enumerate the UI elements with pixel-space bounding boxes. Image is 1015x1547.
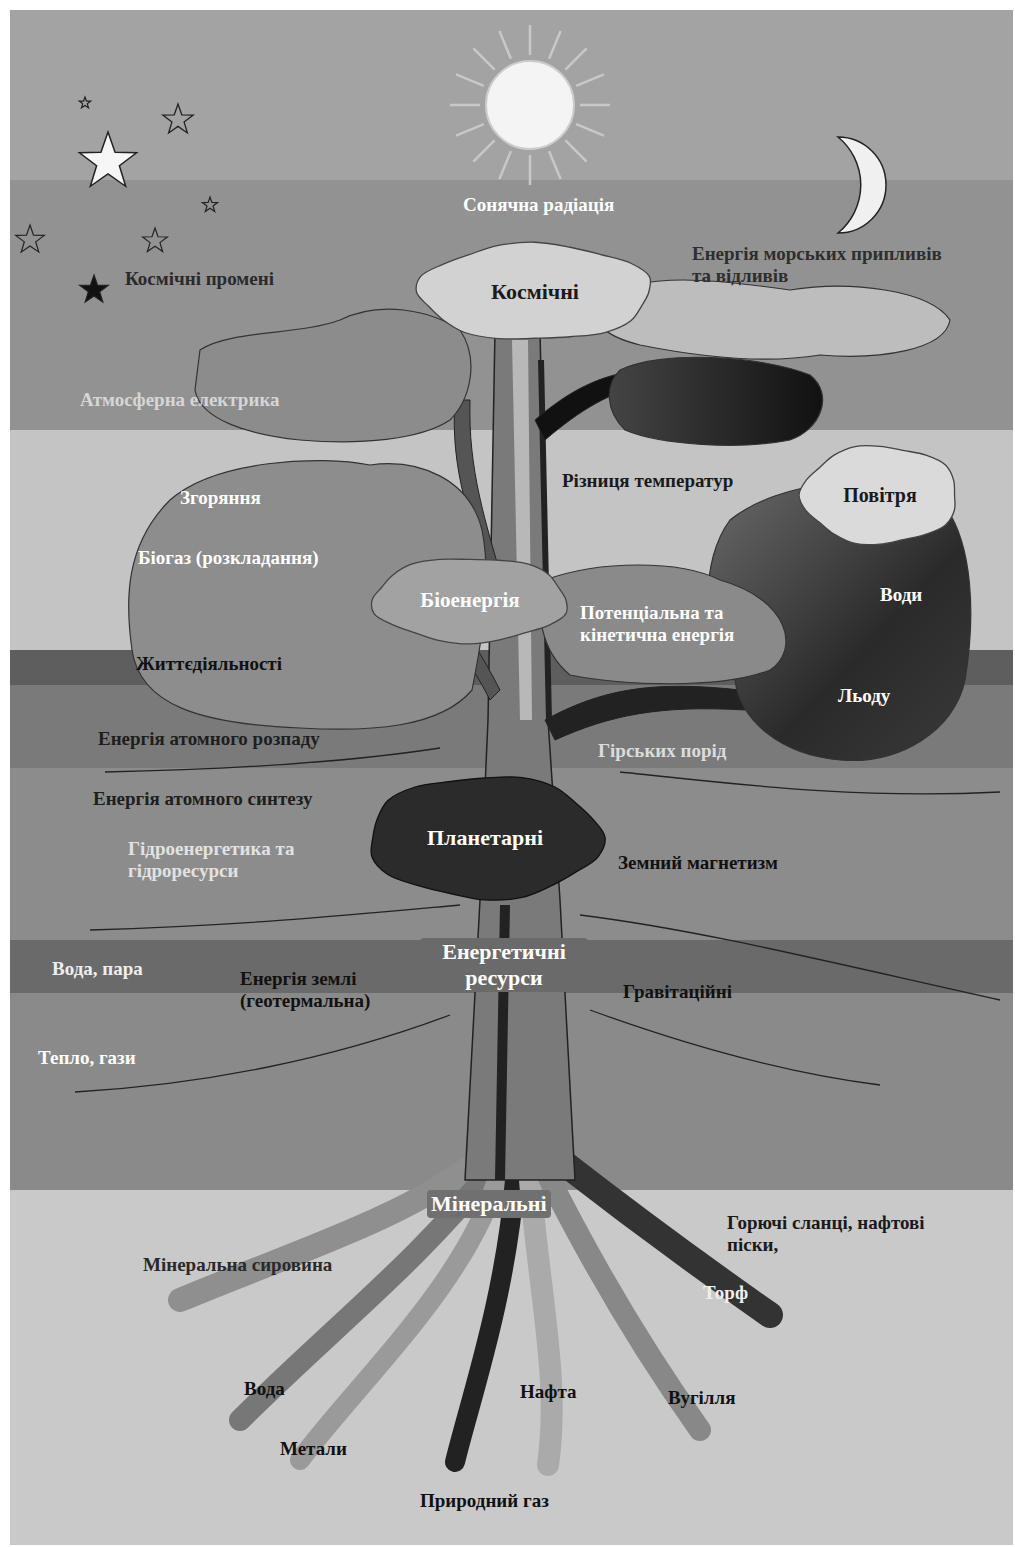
blob-shape	[799, 446, 955, 545]
energy-source-label: Потенціальна та кінетична енергія	[580, 602, 780, 647]
energy-source-label: Згоряння	[180, 487, 261, 509]
group-heading: Планетарні	[427, 825, 543, 850]
tree-branches-part	[545, 686, 745, 740]
energy-source-label: Космічні промені	[125, 268, 274, 290]
stratum-lines-part	[590, 1010, 880, 1085]
star-symbols-part	[16, 225, 45, 252]
energy-source-label: Атмосферна електрика	[80, 389, 280, 411]
energy-source-label: Енергія атомного розпаду	[98, 728, 320, 750]
energy-group-blob: Планетарні	[360, 770, 610, 905]
tree-roots-part	[530, 1180, 552, 1465]
energy-source-label: Мінеральні	[427, 1190, 551, 1218]
blob-text-group: Повітря	[843, 484, 916, 507]
energy-source-label: Горючі сланці, нафтові піски,	[727, 1212, 927, 1257]
energy-source-label: Води	[880, 584, 922, 606]
energy-source-label: Енергія морських припливів та відливів	[692, 243, 952, 288]
background-bands	[10, 10, 1013, 1545]
blob-text-group: Біоенергія	[420, 588, 519, 612]
energy-source-label: Метали	[280, 1438, 347, 1460]
energy-source-label: Енергетичні ресурси	[420, 938, 588, 992]
moon-symbol	[838, 137, 886, 233]
group-heading: Космічні	[491, 279, 579, 304]
crown-foliage	[129, 280, 971, 760]
sun-symbol-part	[450, 25, 610, 185]
energy-source-label: Гідроенергетика та гідроресурси	[128, 838, 353, 883]
energy-source-label: Земний магнетизм	[618, 852, 778, 874]
stratum-lines-part	[105, 748, 440, 772]
blob-shape	[371, 777, 605, 900]
energy-source-label: Життєдіяльності	[136, 653, 282, 675]
sun-symbol	[450, 25, 610, 185]
energy-source-label: Мінеральна сировина	[143, 1254, 332, 1276]
energy-source-label: Торф	[703, 1282, 748, 1304]
energy-source-label: Вода, пара	[52, 958, 143, 980]
moon-symbol-part	[838, 137, 886, 233]
energy-source-label: Льоду	[838, 685, 890, 707]
tree-trunk-part	[465, 330, 575, 1180]
star-symbols-part	[163, 104, 193, 133]
crown-foliage-part	[195, 309, 471, 442]
tree-trunk-part	[512, 340, 532, 720]
energy-source-label: Сонячна радіація	[463, 194, 614, 216]
energy-source-label: Вода	[244, 1378, 285, 1400]
energy-source-label: Енергія землі (геотермальна)	[240, 968, 410, 1013]
energy-group-blob: Біоенергія	[365, 552, 575, 648]
stratum-lines-part	[90, 905, 460, 930]
energy-source-label: Біогаз (розкладання)	[138, 547, 319, 569]
energy-group-blob: Космічні	[410, 238, 660, 346]
blob-text-group: Космічні	[491, 279, 579, 304]
star-symbols-part	[202, 197, 217, 211]
sun-symbol-part	[486, 61, 574, 149]
energy-source-label: Гірських порід	[598, 740, 726, 762]
energy-group-blob: Повітря	[795, 440, 965, 550]
crown-foliage-part	[609, 357, 822, 445]
energy-source-label: Гравітаційні	[623, 981, 732, 1003]
energy-source-label: Енергія атомного синтезу	[93, 788, 312, 810]
energy-source-label: Різниця температур	[562, 470, 733, 492]
star-symbols-part	[79, 97, 90, 108]
tree-trunk	[465, 330, 575, 1180]
blob-text-group: Планетарні	[427, 825, 543, 850]
tree-roots-part	[455, 1180, 515, 1462]
crown-foliage-part	[540, 565, 786, 684]
blob-shape	[416, 242, 650, 339]
star-symbols-part	[143, 228, 168, 252]
star-symbols-part	[80, 275, 109, 302]
tree-roots	[180, 1160, 770, 1465]
group-heading: Повітря	[843, 484, 916, 507]
group-heading: Біоенергія	[420, 588, 519, 612]
blob-shape	[372, 559, 568, 644]
energy-source-label: Природний газ	[420, 1490, 549, 1512]
stratum-lines-part	[620, 772, 1000, 794]
energy-source-label: Нафта	[520, 1381, 577, 1403]
energy-source-label: Тепло, гази	[38, 1047, 136, 1069]
star-symbols-part	[79, 132, 136, 186]
energy-source-label: Вугілля	[668, 1387, 735, 1409]
